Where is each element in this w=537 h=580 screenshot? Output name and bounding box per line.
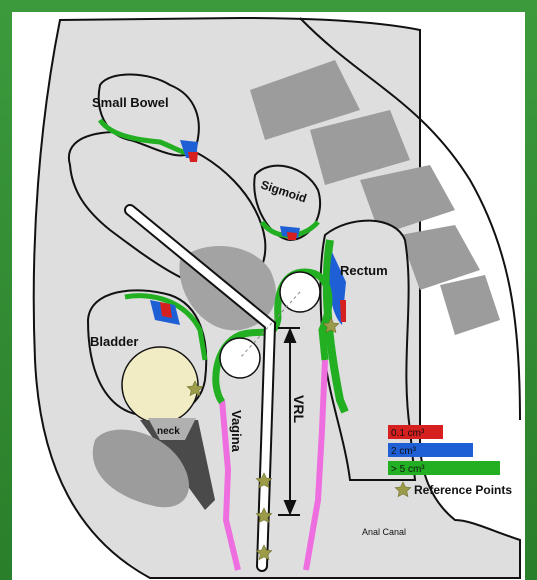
reference-points-label: Reference Points	[414, 483, 512, 497]
sigmoid-dose-red	[287, 232, 297, 240]
legend-label-blue: 2 cm³	[391, 446, 417, 457]
anal-canal-label: Anal Canal	[362, 527, 406, 537]
vrl-label: VRL	[291, 395, 307, 423]
neck-label: neck	[157, 426, 180, 437]
rectum-dose-red	[340, 300, 346, 322]
anatomy-diagram: Small Bowel Sigmoid Rectum Bladder neck …	[12, 12, 525, 580]
bladder-label: Bladder	[90, 334, 138, 349]
vagina-label: Vagina	[229, 410, 244, 453]
rectum-label: Rectum	[340, 263, 388, 278]
diagram-panel: Small Bowel Sigmoid Rectum Bladder neck …	[12, 12, 525, 580]
bladder-balloon	[122, 347, 198, 423]
small-bowel-label: Small Bowel	[92, 95, 169, 110]
legend-label-green: > 5 cm³	[391, 464, 425, 475]
legend-label-red: 0.1 cm³	[391, 428, 425, 439]
